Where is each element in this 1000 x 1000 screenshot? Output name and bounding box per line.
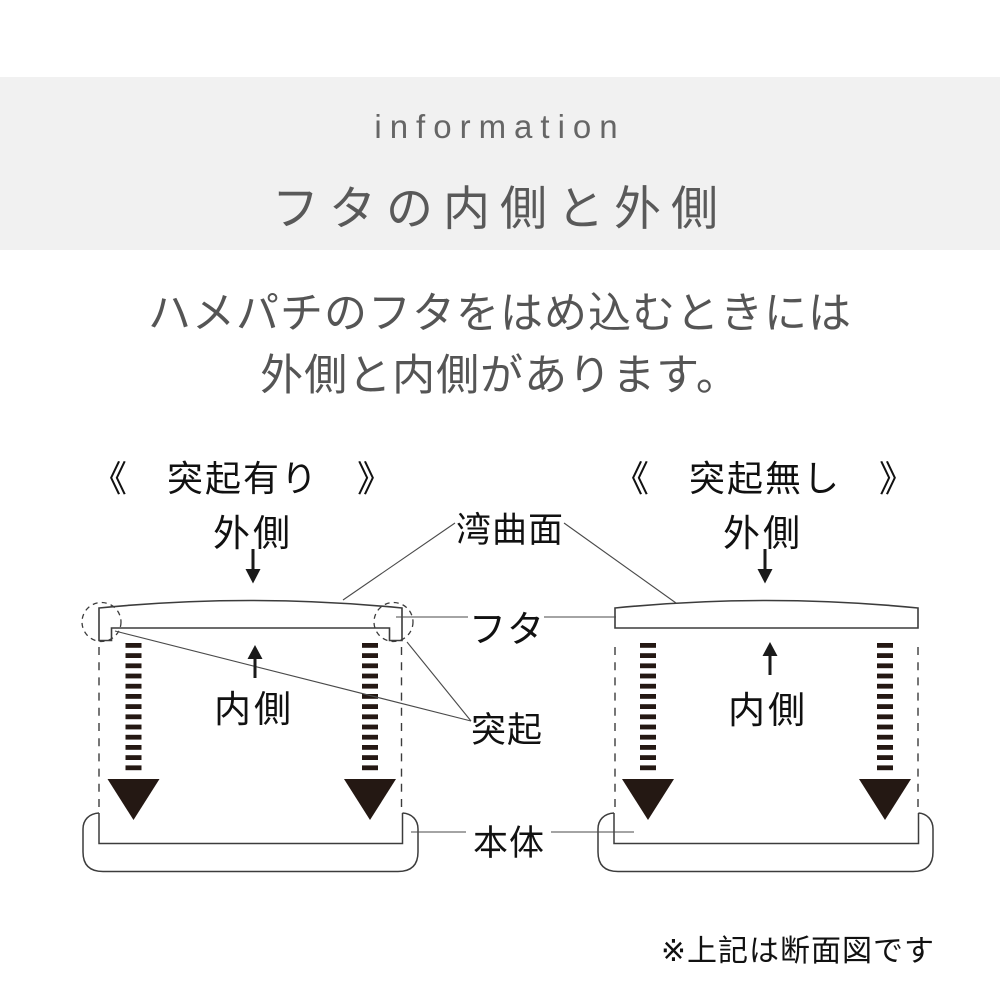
left-protrusion-circles [81, 601, 414, 643]
left-inside-label: 内側 [214, 689, 294, 730]
right-lid-shape [614, 599, 919, 629]
intro-line-2: 外側と内側があります。 [260, 352, 740, 400]
outside-down-arrows [245, 549, 773, 584]
header-eyebrow: information [374, 108, 626, 145]
intro-text: ハメパチのフタをはめ込むときには 外側と内側があります。 [0, 283, 1000, 407]
leader-lines [114, 522, 677, 833]
intro-line-1: ハメパチのフタをはめ込むときには [148, 290, 852, 338]
page-title: フタの内側と外側 [272, 182, 728, 235]
right-inside-label: 内側 [728, 690, 808, 731]
header-band: information フタの内側と外側 [0, 77, 1000, 250]
left-outside-label: 外側 [213, 513, 293, 554]
left-diagram-title: 《 突起有り 》 [90, 458, 396, 499]
left-projection-dashed-lines [98, 647, 403, 810]
body-label: 本体 [473, 824, 546, 863]
footnote-cross-section-note: ※上記は断面図です [660, 935, 935, 968]
lid-label: フタ [469, 609, 545, 650]
right-outside-label: 外側 [723, 513, 803, 554]
right-diagram-title: 《 突起無し 》 [612, 458, 918, 499]
right-projection-dashed-lines [614, 647, 919, 810]
left-body-shape [82, 812, 419, 873]
right-body-shape [597, 812, 934, 873]
curved-surface-label: 湾曲面 [456, 511, 565, 550]
protrusion-label: 突起 [471, 711, 544, 750]
inside-up-arrows [247, 642, 778, 678]
left-lid-shape [98, 599, 403, 642]
